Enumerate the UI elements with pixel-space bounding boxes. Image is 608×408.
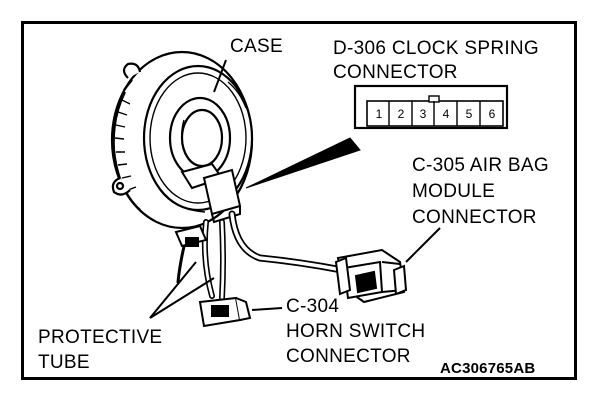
wire-harness	[176, 210, 346, 301]
label-clock-spring-line2: CONNECTOR	[333, 62, 458, 83]
connector-pin: 4	[442, 107, 450, 121]
label-clock-spring-line1: D-306 CLOCK SPRING	[333, 38, 540, 59]
figure-code: AC306765AB	[440, 360, 536, 377]
label-horn-line1: C-304	[286, 296, 340, 317]
label-tube-line1: PROTECTIVE	[38, 327, 163, 348]
label-tube-line2: TUBE	[38, 352, 90, 373]
airbag-module-connector	[334, 248, 408, 304]
d306-connector-face	[353, 84, 509, 130]
connector-pin: 6	[488, 107, 496, 121]
label-case: CASE	[230, 36, 283, 57]
connector-pin: 5	[465, 107, 473, 121]
label-horn-line3: CONNECTOR	[286, 346, 411, 367]
label-airbag-line2: MODULE	[412, 181, 496, 202]
connector-pin: 3	[419, 107, 427, 121]
label-horn-line2: HORN SWITCH	[286, 321, 426, 342]
connector-pin: 1	[375, 107, 383, 121]
harness-clip	[174, 224, 208, 248]
connector-pin: 2	[397, 107, 405, 121]
case-connector-boss	[180, 162, 242, 224]
horn-switch-connector	[198, 296, 252, 328]
leader-lines	[149, 59, 441, 319]
diagram-frame	[21, 21, 577, 380]
label-airbag-line3: CONNECTOR	[412, 207, 537, 228]
label-airbag-line1: C-305 AIR BAG	[412, 155, 549, 176]
